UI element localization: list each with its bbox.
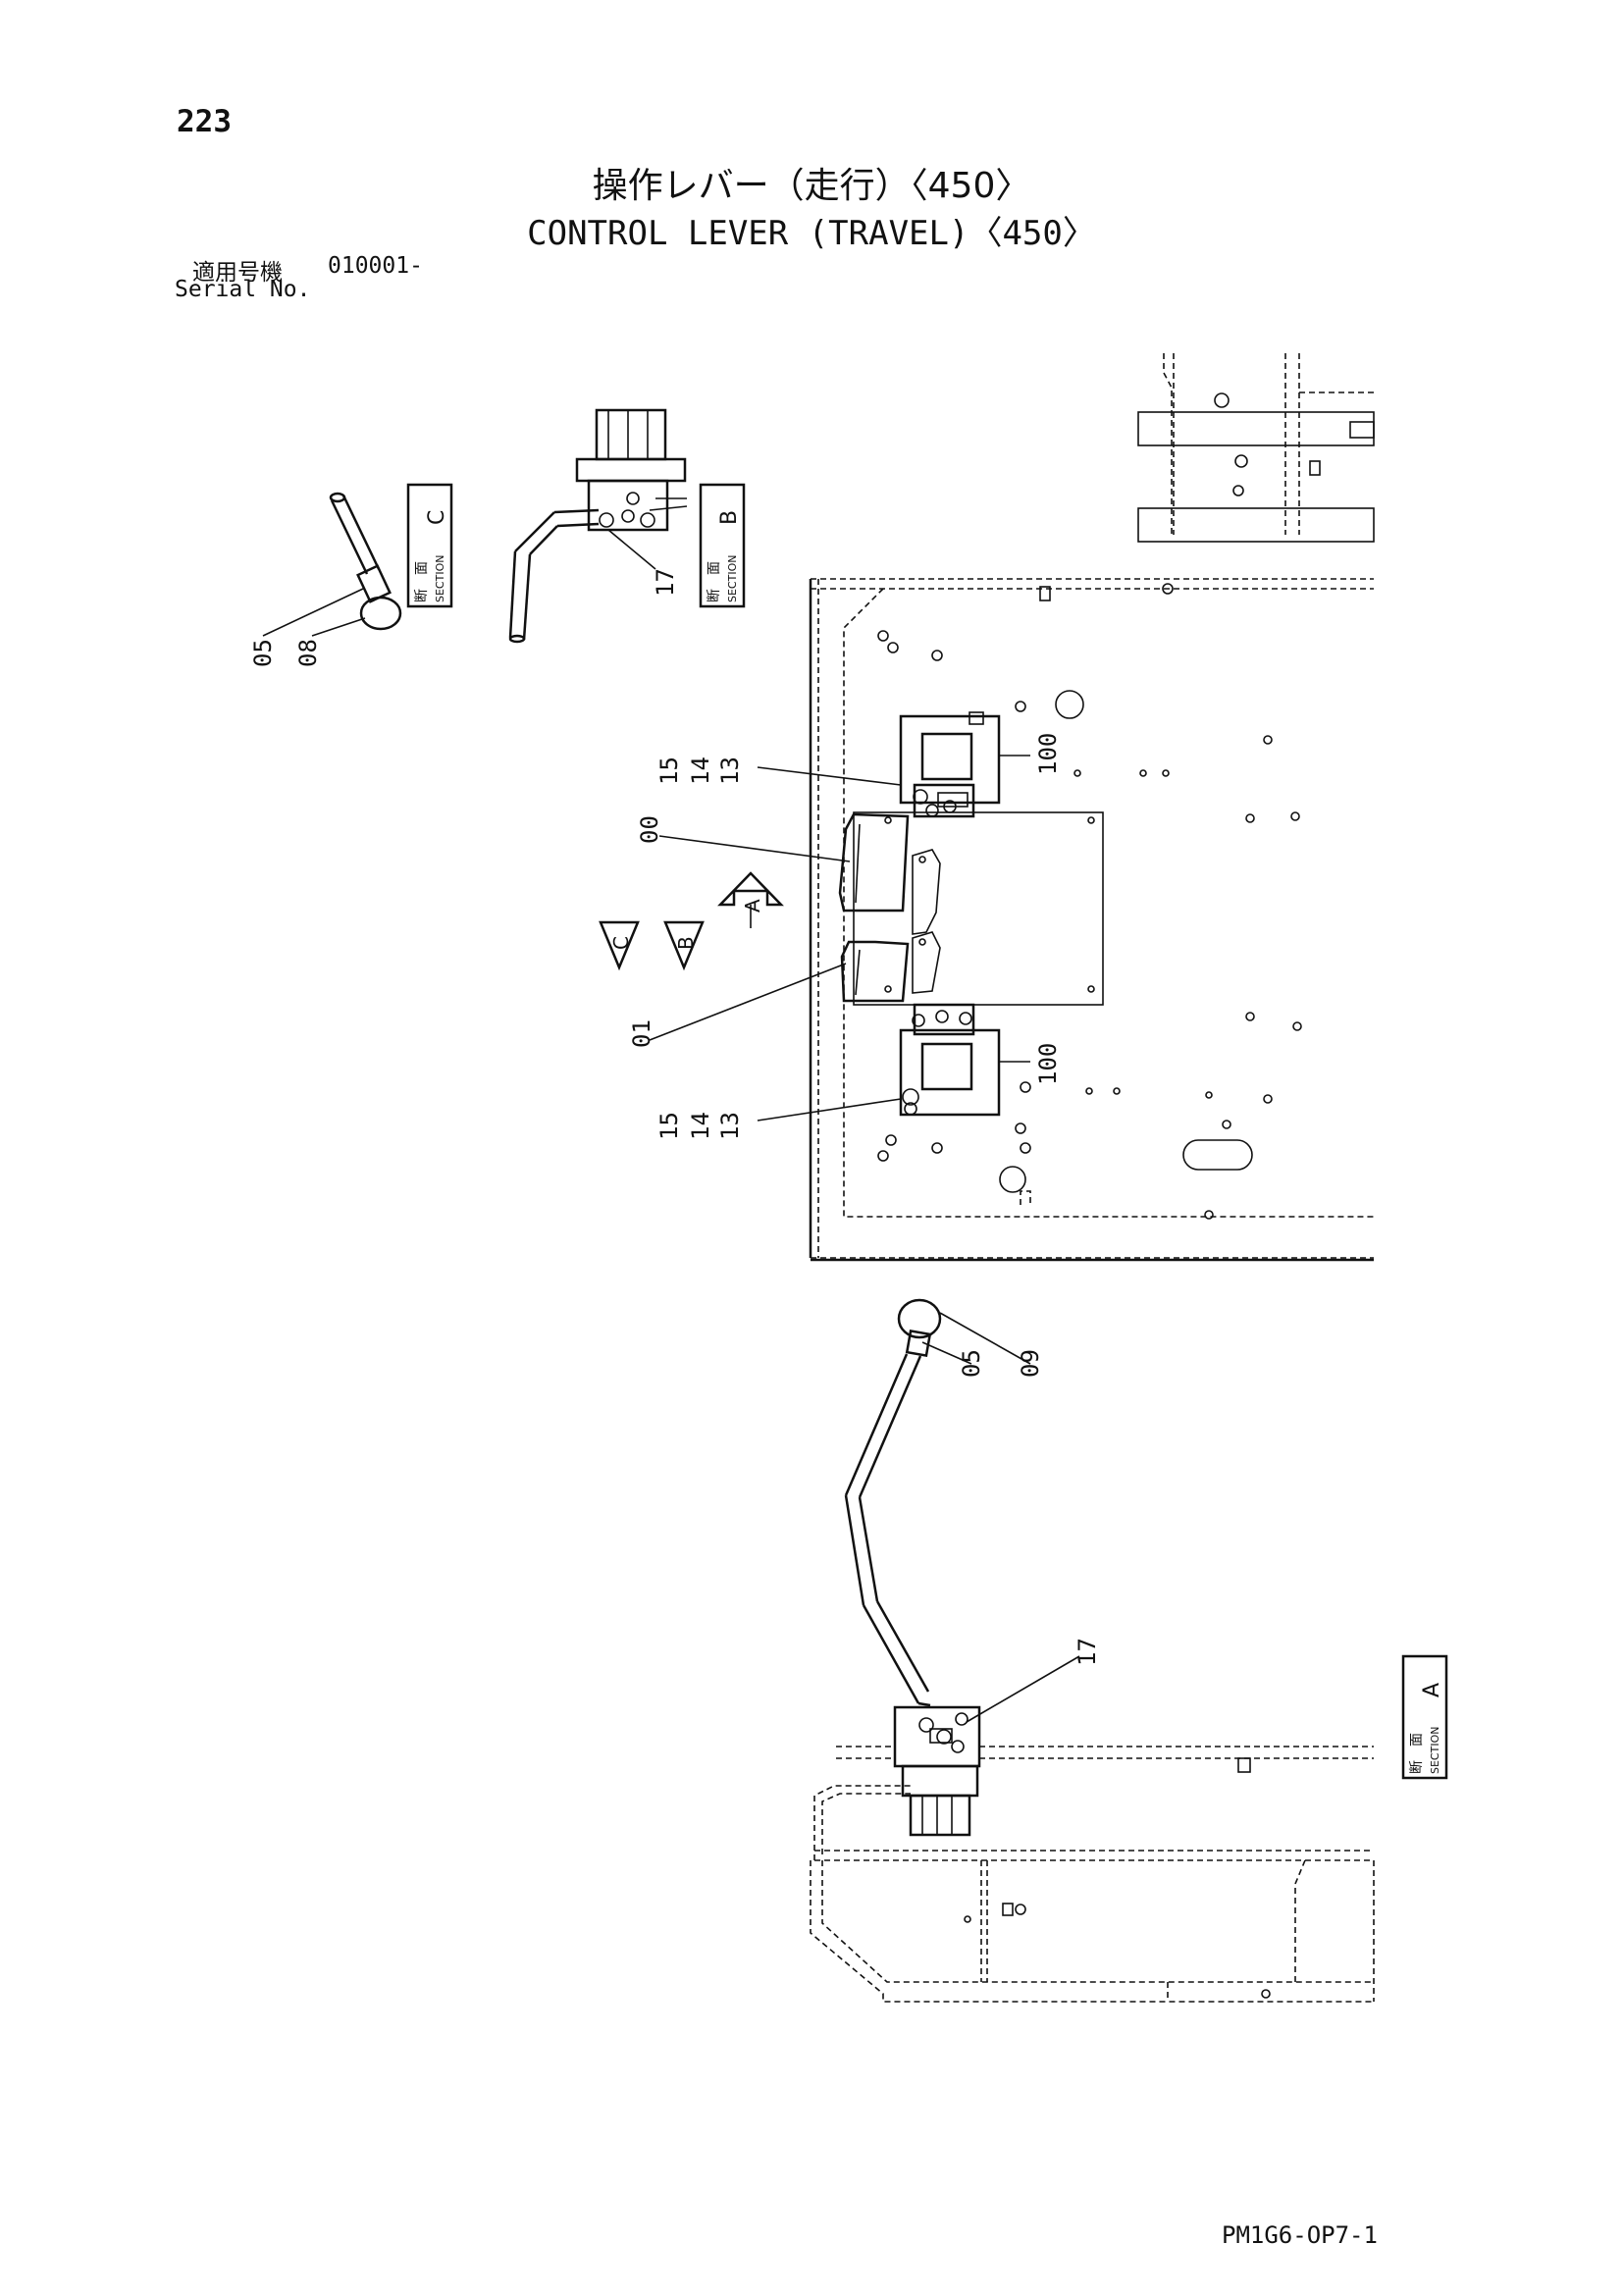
view-arrow-a: A (717, 871, 784, 928)
callout-top-13: 13 (716, 757, 744, 785)
section-c-en: SECTION (434, 555, 446, 602)
callout-c-05: 05 (249, 639, 277, 667)
callout-bot-14: 14 (687, 1112, 714, 1140)
callout-a-05: 05 (958, 1349, 985, 1378)
section-b-jp: 断 面 (707, 561, 722, 602)
upper-frame-structure (1137, 353, 1375, 595)
section-a-letter: A (1420, 1683, 1444, 1697)
serial-label-japanese: 適用号機 (192, 260, 283, 286)
page-number: 223 (177, 104, 232, 139)
main-plan-view: 15 14 13 100 00 01 15 14 13 100 (628, 578, 1374, 1262)
section-b-box (699, 483, 746, 608)
lower-frame-structure (810, 1746, 1375, 2003)
callout-a-09: 09 (1017, 1349, 1044, 1378)
section-a-view: 05 09 17 断 面 SECTION A (844, 1298, 1448, 1837)
page-title-english: CONTROL LEVER (TRAVEL)〈450〉 (527, 214, 1096, 253)
view-arrow-b-letter: B (674, 936, 698, 950)
section-b-letter: B (717, 510, 742, 525)
callout-b-17: 17 (652, 568, 679, 597)
callout-a-17: 17 (1073, 1638, 1101, 1666)
callout-top-15: 15 (655, 757, 683, 785)
section-a-box (1401, 1654, 1448, 1780)
view-arrow-b: B (663, 920, 705, 971)
serial-label-english: Serial No. (175, 277, 311, 302)
callout-lever-01: 01 (628, 1019, 655, 1048)
callout-lever-00: 00 (636, 815, 663, 844)
callout-top-14: 14 (687, 757, 714, 785)
view-arrow-c-letter: C (609, 936, 633, 950)
view-arrow-c: C (599, 920, 640, 971)
callout-top-100: 100 (1034, 733, 1062, 775)
document-code: PM1G6-OP7-1 (1222, 2221, 1378, 2249)
view-arrow-a-letter: A (741, 899, 764, 913)
section-a-en: SECTION (1429, 1727, 1441, 1774)
callout-c-08: 08 (294, 639, 322, 667)
callout-bot-13: 13 (716, 1112, 744, 1140)
section-c-view: 05 08 断 面 SECTION C (249, 483, 453, 667)
callout-bot-100: 100 (1034, 1043, 1062, 1085)
section-c-jp: 断 面 (414, 561, 430, 602)
section-c-box (406, 483, 453, 608)
section-a-jp: 断 面 (1409, 1733, 1425, 1774)
page-title-japanese: 操作レバー（走行）〈450〉 (592, 166, 1031, 206)
section-b-en: SECTION (726, 555, 739, 602)
callout-bot-15: 15 (655, 1112, 683, 1140)
section-c-letter: C (425, 510, 449, 525)
section-b-view: 17 断 面 SECTION B (508, 408, 746, 644)
serial-number-value: 010001- (328, 253, 423, 279)
